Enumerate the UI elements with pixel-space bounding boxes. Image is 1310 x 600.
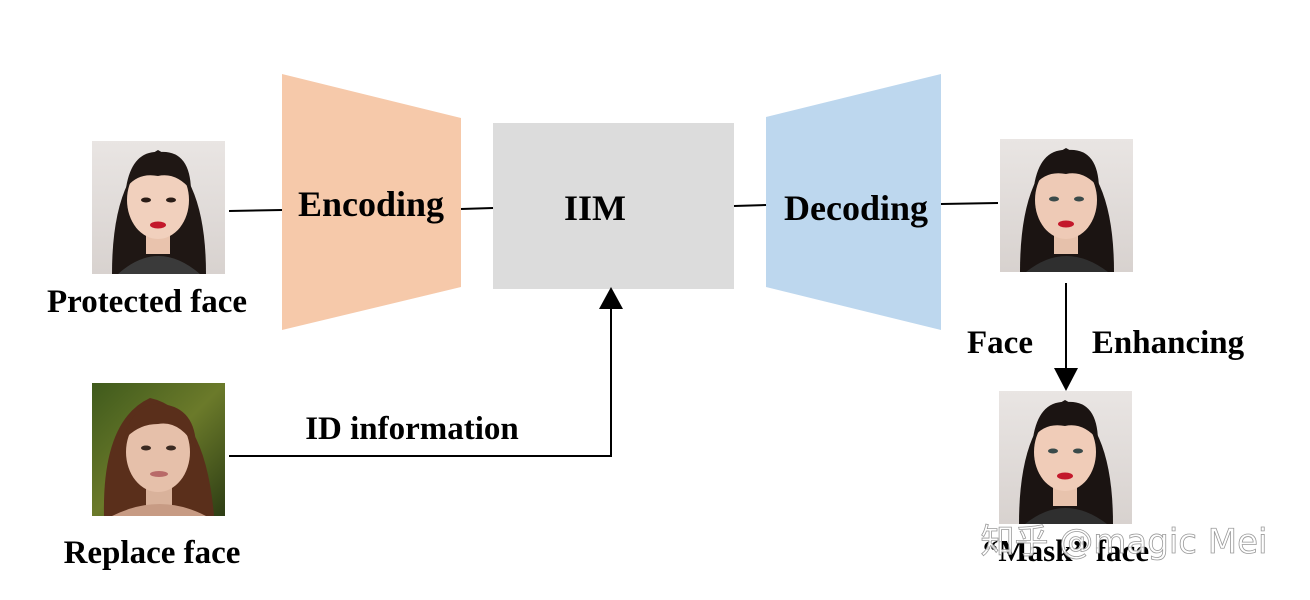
id-information-label: ID information	[305, 411, 519, 447]
mask-face-image	[999, 391, 1132, 524]
face-enhancing-label-right: Enhancing	[1092, 325, 1245, 361]
encoder-block	[282, 74, 461, 330]
iim-label: IIM	[564, 188, 626, 228]
watermark-text: 知乎 @magic Mei	[981, 522, 1268, 562]
protected-face-image	[92, 141, 225, 274]
connector-decoder-to-output	[940, 202, 999, 205]
decoder-block	[766, 74, 941, 330]
decoded-face-image	[1000, 139, 1133, 272]
connector-iim-to-decoder	[733, 204, 767, 207]
face-enhancing-label-left: Face	[967, 325, 1033, 361]
id-information-arrowhead	[599, 287, 623, 309]
replace-face-image	[92, 383, 225, 516]
connector-encoder-to-iim	[460, 207, 494, 210]
iim-block	[493, 123, 734, 289]
face-enhancing-arrowhead	[1054, 368, 1078, 391]
protected-face-label: Protected face	[47, 284, 247, 320]
connector-protected-to-encoder	[228, 209, 283, 212]
decoder-label: Decoding	[784, 188, 928, 228]
replace-face-label: Replace face	[64, 535, 241, 571]
mask-face-label: “Mask” face	[983, 533, 1149, 568]
encoder-label: Encoding	[298, 184, 444, 224]
id-information-arrow	[229, 306, 612, 457]
